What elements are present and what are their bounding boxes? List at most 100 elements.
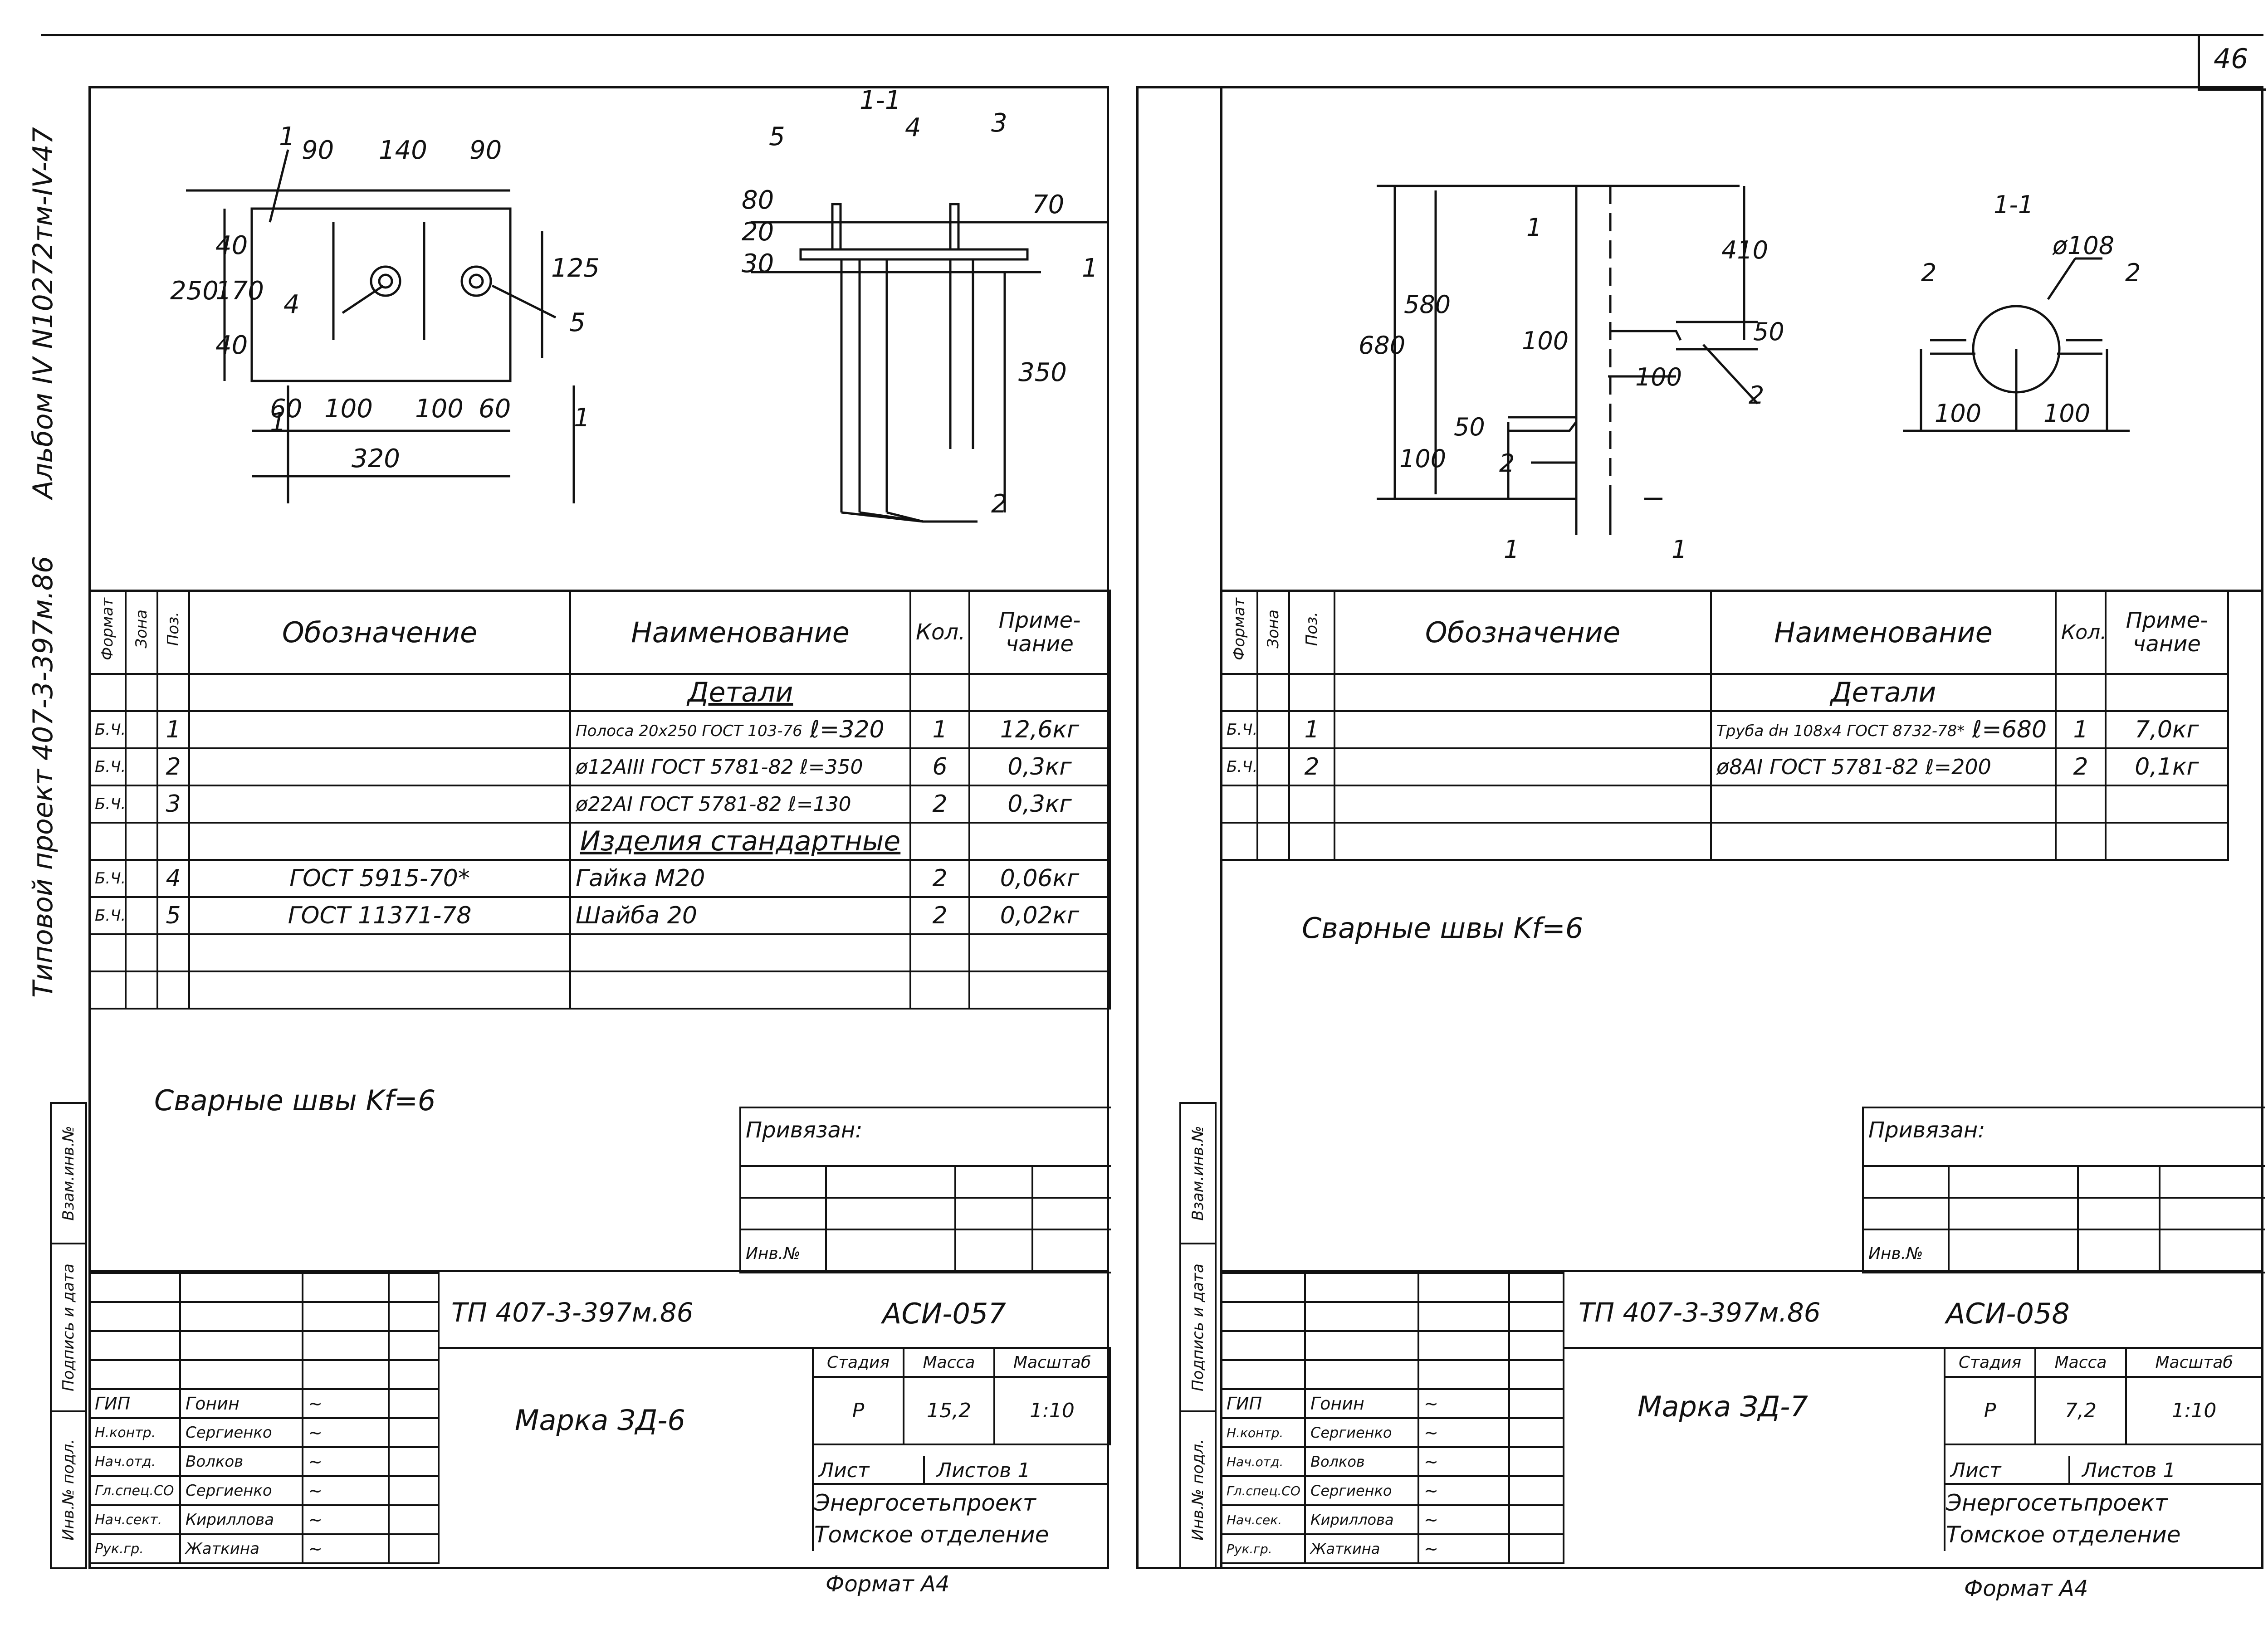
svg-text:140: 140 [379,136,427,165]
signature-row: Нач.сек.Кириллова~ [1220,1504,1564,1535]
right-sheet-frame [1136,86,2263,1569]
stamp-sheet-code: АСИ-057 [882,1297,1006,1330]
table-row: Б.Ч. 1 Полоса 20х250 ГОСТ 103-76 ℓ=320 1… [88,710,1111,749]
right-drawing: 1-1 680 580 410 100 50 100 50 100 ø108 1… [1359,185,2141,564]
svg-text:100: 100 [324,394,373,424]
bolt-hole [370,265,401,297]
svg-text:2: 2 [1749,381,1764,410]
svg-text:100: 100 [1935,399,1981,428]
signature-row: Рук.гр.Жаткина~ [1220,1533,1564,1564]
org-branch: Томское отделение [814,1522,1049,1548]
svg-text:3: 3 [991,108,1007,138]
svg-text:20: 20 [742,217,774,247]
svg-text:60: 60 [270,394,302,424]
col-qty: Кол. [909,590,970,675]
svg-text:1: 1 [279,122,295,151]
col-designation: Обозначение [188,590,571,675]
svg-text:410: 410 [1721,236,1768,264]
signature-row: Н.контр.Сергиенко~ [1220,1417,1564,1448]
svg-text:2: 2 [2125,259,2141,287]
svg-text:ø108: ø108 [2052,231,2114,260]
right-privyazan-block: Привязан: Инв.№ [1862,1107,2265,1273]
svg-text:1: 1 [1526,213,1542,242]
svg-text:70: 70 [1032,190,1064,219]
vertical-project-title: Типовой проект 407-3-397м.86 [27,556,59,998]
signature-row: Нач.отд.Волков~ [1220,1446,1564,1477]
svg-text:100: 100 [1635,363,1682,391]
signature-row: Н.контр.Сергиенко~ [88,1417,440,1448]
svg-text:2: 2 [1499,449,1515,478]
org-name: Энергосетьпроект [814,1490,1036,1516]
col-name: Наименование [569,590,911,675]
svg-text:320: 320 [352,444,400,473]
stamp-title: Марка ЗД-6 [515,1404,685,1437]
svg-text:1-1: 1-1 [1994,190,2033,219]
table-row: Б.Ч. 1 Труба dн 108х4 ГОСТ 8732-78* ℓ=68… [1220,710,2229,749]
right-weld-note: Сварные швы Kf=6 [1302,912,1584,945]
col-note: Приме- чание [968,590,1111,675]
svg-text:90: 90 [302,136,334,165]
right-spec-table: Формат Зона Поз. Обозначение Наименовани… [1220,590,2229,861]
side-label-podpis: Подпись и дата [59,1263,78,1391]
svg-text:90: 90 [469,136,502,165]
side-label-vzam: Взам.инв.№ [59,1126,78,1221]
svg-text:1: 1 [270,408,286,437]
page-number: 46 [2214,43,2248,75]
svg-text:250: 250 [170,276,219,306]
svg-text:170: 170 [215,276,264,306]
svg-text:1: 1 [1504,535,1519,564]
signature-row: Нач.отд.Волков~ [88,1446,440,1477]
svg-text:2: 2 [991,489,1007,519]
svg-text:1: 1 [1082,254,1098,283]
right-format: Формат А4 [1964,1576,2088,1601]
svg-text:4: 4 [284,290,300,319]
svg-text:125: 125 [551,254,600,283]
svg-text:30: 30 [742,249,774,278]
svg-text:100: 100 [415,394,464,424]
signature-row: Рук.гр.Жаткина~ [88,1533,440,1564]
left-weld-note: Сварные швы Kf=6 [154,1084,436,1117]
bolt-hole [460,265,492,297]
left-drawing: 1-1 90 140 90 40 170 40 250 125 60 100 1… [170,86,1109,523]
right-side-strip: Взам.инв.№ Подпись и дата Инв.№ подл. [1179,1102,1217,1569]
svg-text:5: 5 [769,122,785,151]
svg-text:2: 2 [1921,259,1936,287]
vertical-album-title: Альбом IV N10272тм-IV-47 [27,127,59,499]
svg-text:80: 80 [742,185,774,215]
svg-text:100: 100 [1522,327,1569,355]
svg-text:1: 1 [1672,535,1687,564]
section-details: Детали [569,673,911,712]
svg-text:5: 5 [569,308,586,337]
svg-text:60: 60 [479,394,511,424]
left-privyazan-block: Привязан: Инв.№ [739,1107,1111,1273]
svg-text:580: 580 [1404,290,1451,319]
svg-text:50: 50 [1753,317,1784,346]
svg-text:40: 40 [215,331,248,360]
svg-text:40: 40 [215,231,248,260]
svg-text:1: 1 [574,403,590,433]
signature-row: Нач.сект.Кириллова~ [88,1504,440,1535]
left-format: Формат А4 [826,1571,950,1597]
svg-text:50: 50 [1454,413,1485,441]
svg-text:4: 4 [905,113,921,142]
section-mark: 1-1 [860,86,901,115]
left-side-strip: Взам.инв.№ Подпись и дата Инв.№ подл. [50,1102,87,1569]
svg-text:350: 350 [1018,358,1067,387]
left-spec-table: Формат Зона Поз. Обозначение Наименовани… [88,590,1111,1010]
svg-text:100: 100 [2043,399,2090,428]
top-border-line [41,34,2263,36]
stamp-code: ТП 407-3-397м.86 [451,1297,694,1328]
svg-text:680: 680 [1359,331,1405,360]
svg-text:100: 100 [1399,444,1446,473]
